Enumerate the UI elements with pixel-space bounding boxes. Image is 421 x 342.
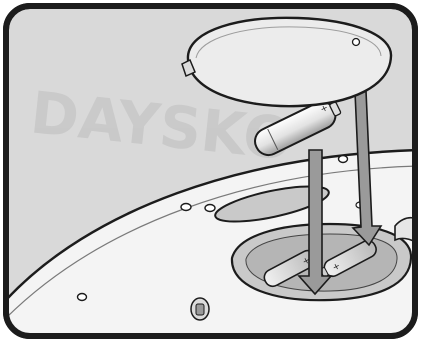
body-hole [339, 156, 348, 163]
switch-knob [196, 304, 204, 315]
cover-screw-hole [353, 39, 360, 46]
body-hole [78, 294, 87, 301]
body-hole [205, 205, 215, 212]
body-hole [181, 204, 191, 211]
